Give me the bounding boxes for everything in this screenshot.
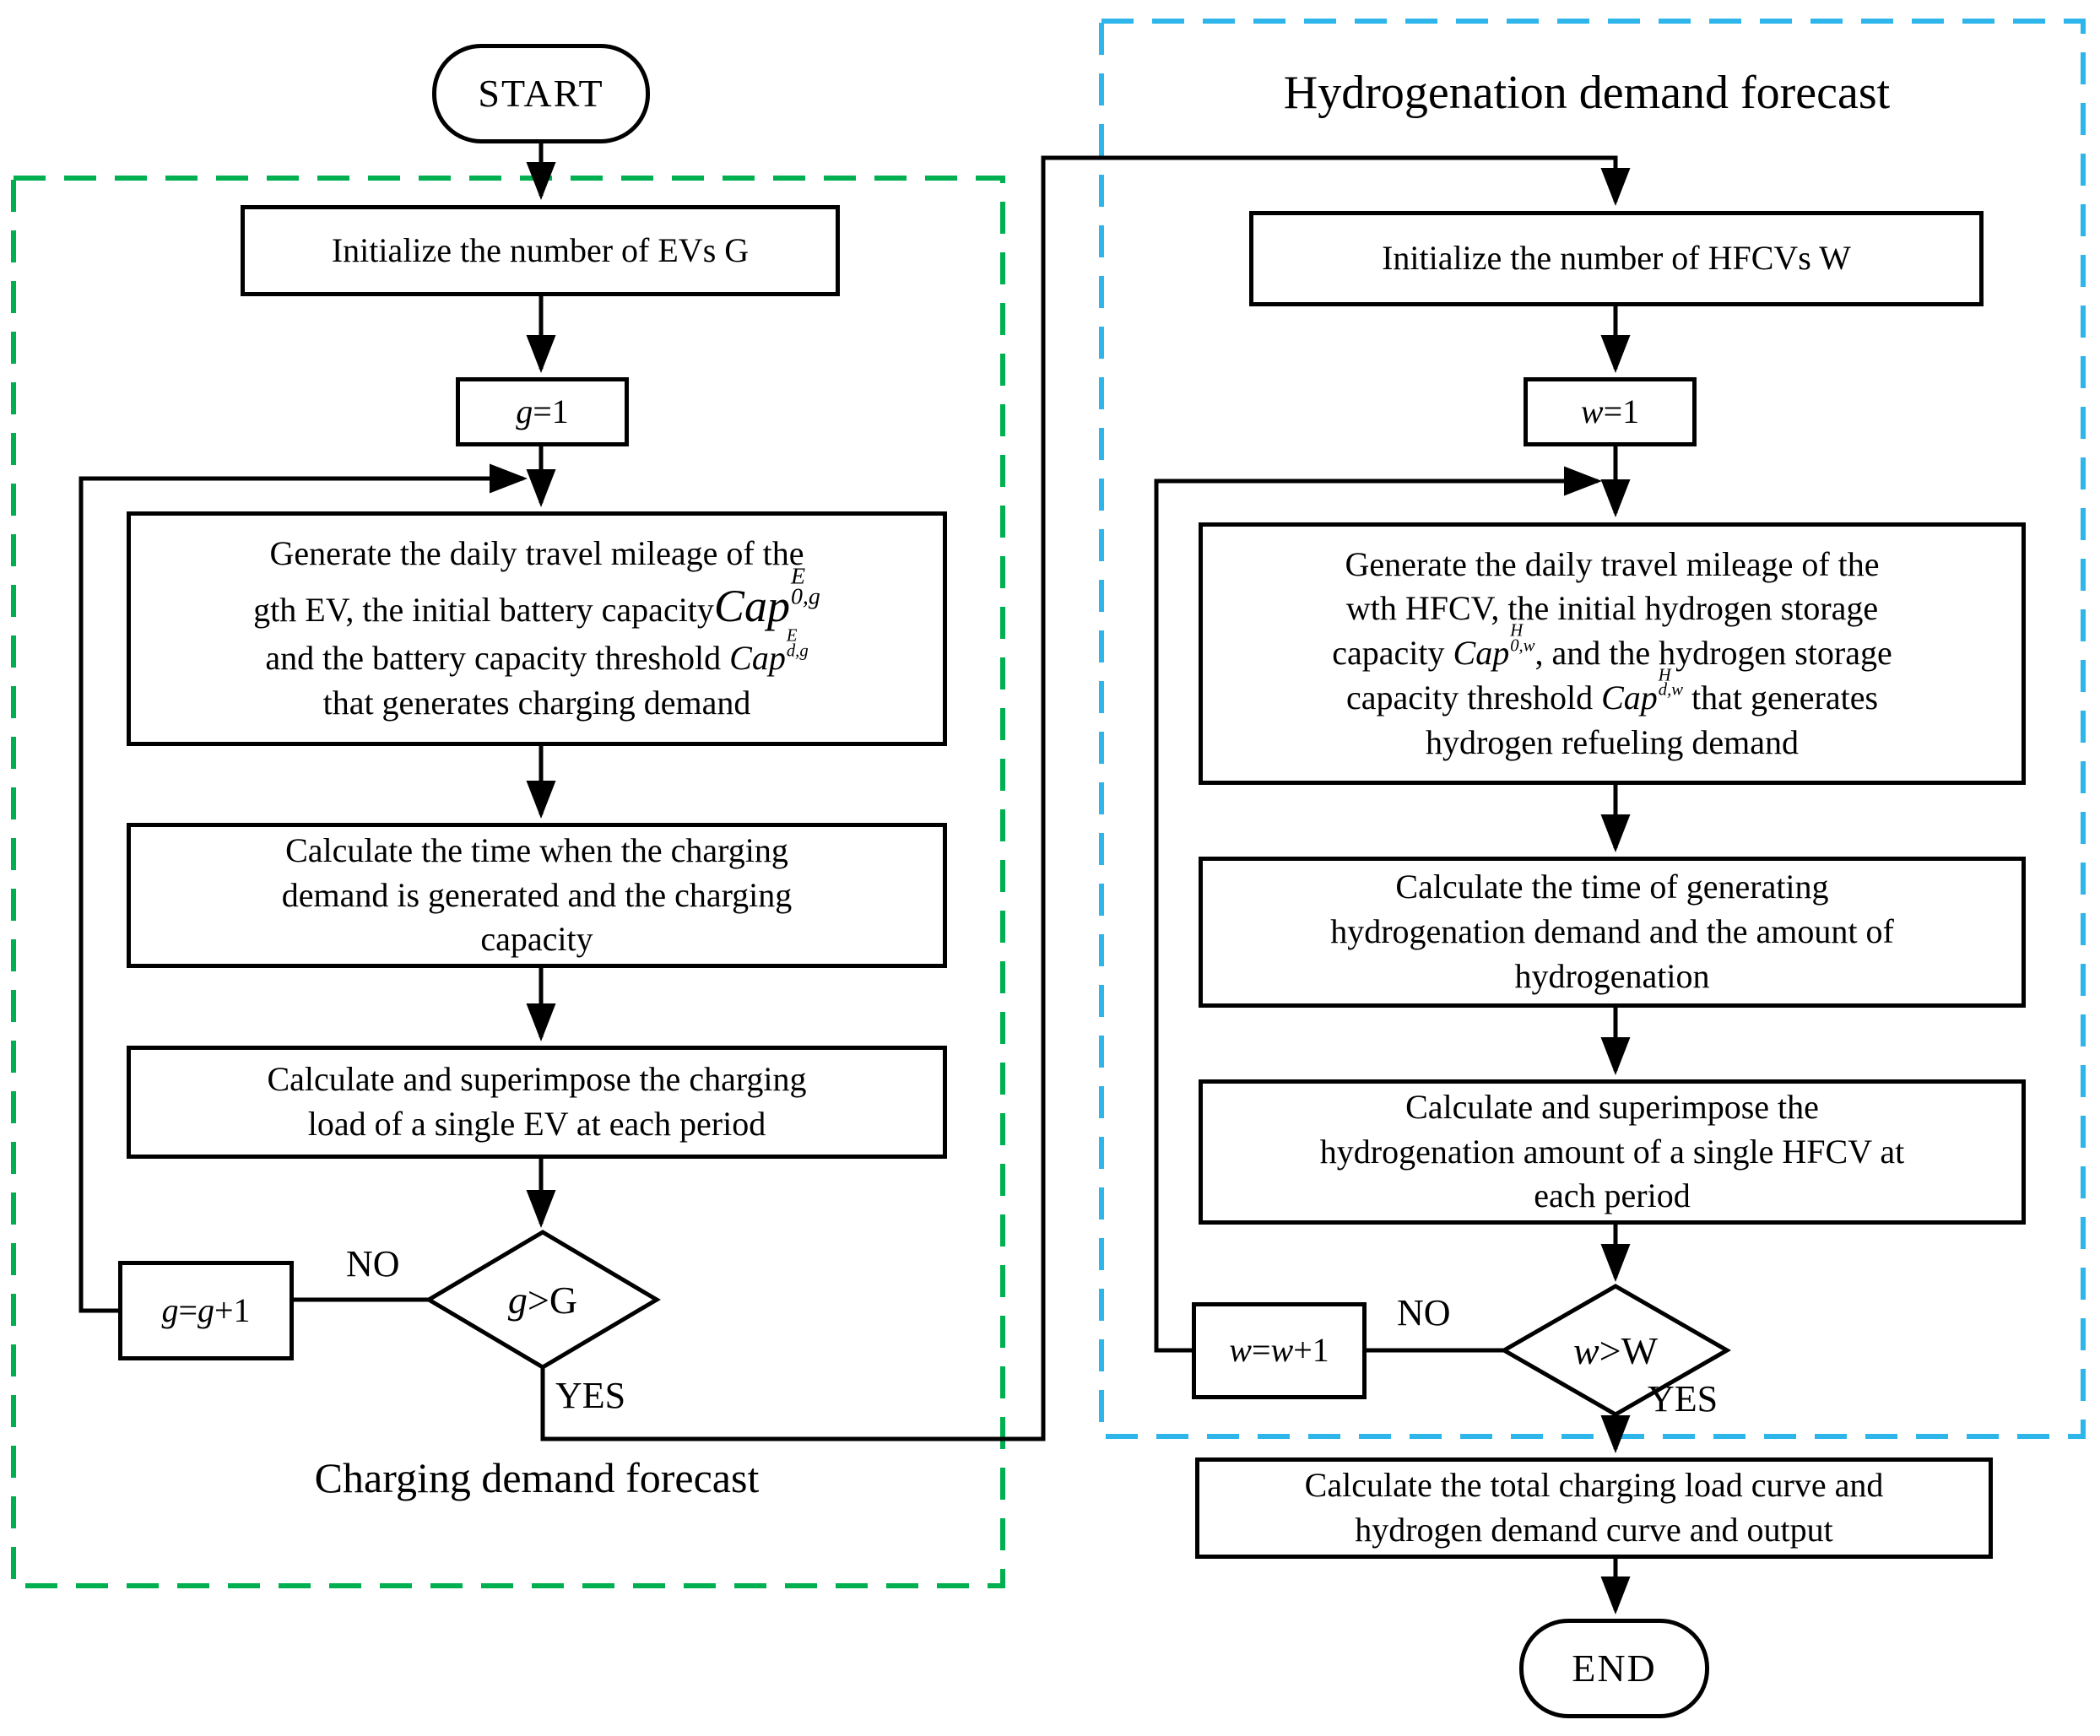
total-output-process: Calculate the total charging load curve … (1195, 1457, 1993, 1559)
hfcv-generate-line5: hydrogen refueling demand (1425, 722, 1800, 761)
charging-region-title: Charging demand forecast (314, 1454, 760, 1501)
hydrogenation-region-title: Hydrogenation demand forecast (1283, 67, 1891, 119)
w-check-no-label: NO (1397, 1292, 1451, 1333)
edge-w-inc-loop (1154, 466, 1602, 1353)
g-inc-label: g=g+1 (161, 1290, 251, 1329)
ev-generate-process: Generate the daily travel mileage of the… (127, 511, 947, 746)
ev-time-label: Calculate the time when the charging dem… (281, 830, 793, 959)
init-ev-label: Initialize the number of EVs G (331, 230, 750, 269)
w-check-yes-label: YES (1648, 1378, 1718, 1420)
w-check-label: w>W (1572, 1328, 1659, 1372)
charging-region-border (11, 176, 1005, 1588)
start-terminal: START (432, 44, 650, 143)
hfcv-time-process: Calculate the time of generating hydroge… (1199, 857, 2026, 1008)
g-check-diamond (425, 1230, 661, 1370)
hfcv-generate-line1: Generate the daily travel mileage of the (1345, 544, 1880, 583)
g-check-yes-label: YES (555, 1375, 626, 1416)
hfcv-amount-process: Calculate and superimpose the hydrogenat… (1199, 1079, 2026, 1225)
edge-g-inc-loop (78, 463, 528, 1313)
g-inc-process: g=g+1 (118, 1261, 294, 1360)
hfcv-generate-line2: wth HFCV, the initial hydrogen storage (1345, 589, 1879, 628)
ev-load-label: Calculate and superimpose the charging l… (267, 1060, 807, 1143)
hfcv-time-label: Calculate the time of generating hydroge… (1330, 868, 1894, 995)
ev-load-process: Calculate and superimpose the charging l… (127, 1046, 947, 1159)
start-label: START (478, 71, 604, 115)
hfcv-generate-process: Generate the daily travel mileage of the… (1199, 522, 2026, 785)
ev-generate-line1: Generate the daily travel mileage of the (269, 534, 804, 573)
g-check-no-label: NO (346, 1243, 400, 1284)
edge-g-check-yes-to-init-hfcv (540, 155, 1631, 1441)
g-check-label: g>G (507, 1278, 578, 1322)
w-inc-label: w=w+1 (1229, 1331, 1329, 1370)
w-check-diamond (1499, 1284, 1732, 1417)
init-hfcv-process: Initialize the number of HFCVs W (1249, 211, 1984, 306)
w-init-label: w=1 (1580, 392, 1640, 430)
w-init-process: w=1 (1524, 377, 1697, 446)
hydrogenation-region-border (1099, 19, 2086, 1439)
hfcv-amount-label: Calculate and superimpose the hydrogenat… (1319, 1087, 1905, 1215)
end-terminal: END (1519, 1619, 1709, 1718)
end-label: END (1572, 1646, 1657, 1690)
init-ev-process: Initialize the number of EVs G (241, 205, 840, 296)
w-inc-process: w=w+1 (1192, 1302, 1367, 1399)
total-output-label: Calculate the total charging load curve … (1304, 1466, 1884, 1549)
g-init-process: g=1 (456, 377, 629, 446)
init-hfcv-label: Initialize the number of HFCVs W (1382, 239, 1851, 278)
g-init-label: g=1 (516, 392, 569, 430)
ev-time-process: Calculate the time when the charging dem… (127, 823, 947, 968)
ev-generate-line4: that generates charging demand (322, 684, 751, 722)
